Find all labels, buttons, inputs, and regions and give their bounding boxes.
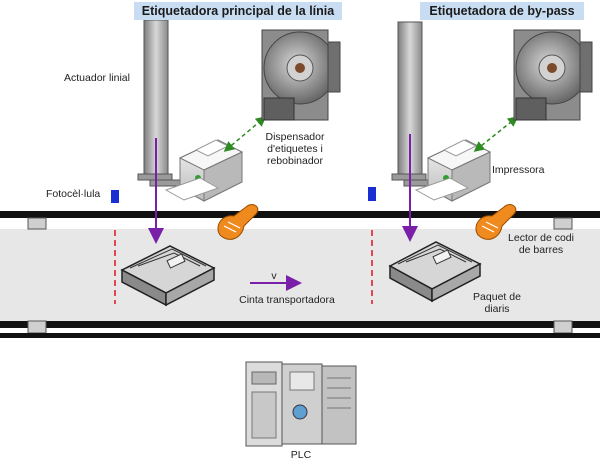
photocell-marker [368,187,376,201]
bottom-rail-support [553,320,573,334]
label-plc: PLC [290,449,312,461]
bottom-rail [0,321,600,328]
top-rail [0,211,600,218]
label-velocity: v [271,270,277,282]
printer-dispenser-link [223,116,267,152]
bottom-rail-support [27,320,47,334]
printer [164,139,244,202]
printer-dispenser-link [473,116,519,152]
title-bypass: Etiquetadora de by-pass [420,2,584,20]
label-photocell: Fotocèl·lula [46,188,101,200]
label-barcode-reader: Lector de codi de barres [504,232,578,256]
printer [414,139,492,202]
top-rail-support [553,217,573,230]
barcode-scanner [217,204,259,240]
newspaper-bundle [120,245,216,307]
label-conveyor: Cinta transportadora [239,294,335,306]
photocell-marker [111,190,119,203]
label-dispenser-rewinder [261,29,341,121]
plc-unit [245,361,357,447]
newspaper-bundle [388,241,482,303]
label-printer: Impressora [492,164,545,176]
title-main-line: Etiquetadora principal de la línia [134,2,342,20]
label-linear-actuator: Actuador linial [64,72,130,84]
label-dispenser: Dispensador d'etiquetes i rebobinador [265,131,325,167]
label-newspaper-bundle: Paquet de diaris [473,291,521,315]
top-rail-support [27,217,47,230]
label-dispenser-rewinder [513,29,593,121]
barcode-scanner [475,204,517,240]
